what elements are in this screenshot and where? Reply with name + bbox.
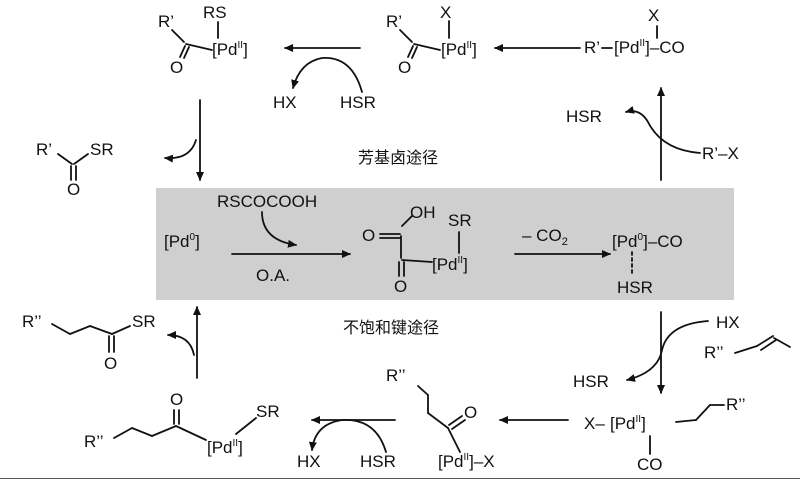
bond-c-s-tb [111, 325, 131, 335]
bond-chain-bl-1 [113, 427, 133, 439]
acyl-alkyl-sr-r-label: R’’ [84, 432, 104, 451]
bond-co-top-mid-a [407, 45, 414, 58]
bond-c-pd-bl [175, 425, 207, 441]
bond-chain-tb-3 [89, 325, 113, 335]
bond-c-pd-bm [447, 427, 461, 453]
curve-aryl-halide-in [625, 105, 701, 154]
curve-rscocooh-in [261, 211, 297, 248]
acyl-x-x-label: X [440, 3, 452, 22]
decarboxylation-label: – CO2 [522, 226, 568, 248]
hx-top-label: HX [273, 93, 297, 112]
bond-chain-bl-3 [151, 425, 177, 437]
acyl-sr-o-label: O [170, 58, 184, 77]
acyl-sr-rs-label: RS [203, 3, 227, 22]
bond-r-c-top-mid [399, 29, 413, 43]
hx-right-label: HX [716, 313, 740, 332]
bond-sr-pd-bl [235, 417, 257, 435]
thioester-aryl-o-label: O [67, 180, 81, 199]
thioester-aryl-sr-label: SR [90, 140, 114, 159]
oxalyl-o-left-label: O [362, 226, 376, 245]
bond-c-pd-top-left [185, 43, 213, 51]
bond-chain-bm-1 [417, 385, 429, 396]
pd0-co-label: [Pd0]–CO [612, 232, 683, 251]
bond-chain-tb-1 [51, 323, 71, 335]
aryl-co-x-label: X [648, 6, 660, 25]
acyl-alkyl-sr-o-label: O [170, 390, 184, 409]
hsr-right-label: HSR [566, 107, 602, 126]
aryl-halide-label: R’–X [702, 144, 739, 163]
thioester-alkyl-o-label: O [104, 354, 118, 373]
bond-alkyl-1 [675, 419, 697, 423]
bond-alkene-3 [773, 337, 791, 348]
bond-chain-bm-3 [427, 412, 449, 429]
bond-alkene-1 [734, 345, 758, 354]
acyl-sr-r-label: R’ [158, 12, 175, 31]
hsr-top-label: HSR [340, 93, 376, 112]
acyl-alkyl-x-o-label: O [464, 403, 478, 422]
bond-chain-tb-2 [69, 325, 91, 335]
oxalyl-sr-label: SR [448, 211, 472, 230]
acyl-sr-pd-label: [PdII] [212, 40, 248, 59]
oxidative-addition-label: O.A. [256, 266, 291, 285]
unsaturated-bond-pathway-label: 不饱和键途径 [343, 318, 440, 337]
acyl-alkyl-x-r-label: R’’ [386, 366, 406, 385]
oxalyl-o-bottom-label: O [394, 277, 408, 296]
alkyl-pd-label: [PdII] [610, 414, 646, 433]
acyl-x-o-label: O [398, 58, 412, 77]
hx-bottom-label: HX [297, 452, 321, 471]
bond-alkyl-2 [695, 404, 711, 421]
bond-r-c-thioester-top [57, 153, 73, 165]
bond-chain-bl-2 [131, 427, 153, 437]
acyl-alkyl-sr-pd-label: [PdII] [207, 438, 243, 457]
aryl-halide-pathway-label: 芳基卤途径 [358, 148, 439, 167]
oxalyl-pd-label: [PdII] [432, 255, 468, 274]
pd0-label: [Pd0] [164, 232, 200, 251]
curve-hsr-bottom [308, 419, 387, 453]
curve-hx-in-right [626, 320, 709, 382]
thioester-alkyl-sr-label: SR [132, 312, 156, 331]
bond-r-c-top-left [171, 29, 185, 43]
aryl-co-pd-label: [PdII]–CO [614, 38, 685, 57]
bond-co-top-left-a [179, 45, 186, 58]
bond-co-top-mid-b [411, 46, 418, 59]
rscocooh-reagent: RSCOCOOH [217, 192, 318, 211]
acyl-alkyl-sr-sr-label: SR [256, 402, 280, 421]
pd0-hsr-label: HSR [617, 278, 653, 297]
aryl-co-r-label: R’ [584, 38, 601, 57]
acyl-alkyl-x-pd-label: [PdII]–X [438, 452, 495, 471]
bond-alkene-2b [760, 339, 777, 351]
alkene-r-label: R’’ [704, 343, 724, 362]
curve-thioester-out-top [164, 139, 197, 163]
acyl-x-pd-label: [PdII] [441, 40, 477, 59]
central-pathway-band [156, 188, 734, 300]
thioester-aryl-r-label: R’ [36, 140, 53, 159]
bond-c2-pd [401, 259, 433, 263]
bond-c-pd-top-mid [413, 43, 441, 51]
bond-co-bm-b [451, 419, 466, 430]
bond-c1-oh [401, 215, 413, 227]
alkyl-pd-x-label: X– [584, 414, 605, 433]
bond-co-bm-a [448, 415, 463, 426]
acyl-x-r-label: R’ [386, 12, 403, 31]
bottom-rule [0, 478, 800, 479]
hsr-right-bottom-label: HSR [573, 372, 609, 391]
alkyl-pd-co-label: CO [637, 455, 663, 474]
bond-alkene-2a [756, 335, 774, 347]
bond-co-top-left-b [183, 46, 190, 59]
thioester-alkyl-r-label: R’’ [22, 312, 42, 331]
oxalyl-oh-label: OH [410, 203, 436, 222]
bond-c-s-thioester-top [73, 153, 89, 165]
hsr-bottom-label: HSR [360, 452, 396, 471]
curve-thioester-out-bottom [167, 331, 195, 356]
alkyl-pd-r-label: R’’ [726, 395, 746, 414]
curve-hsr-top [291, 57, 363, 93]
